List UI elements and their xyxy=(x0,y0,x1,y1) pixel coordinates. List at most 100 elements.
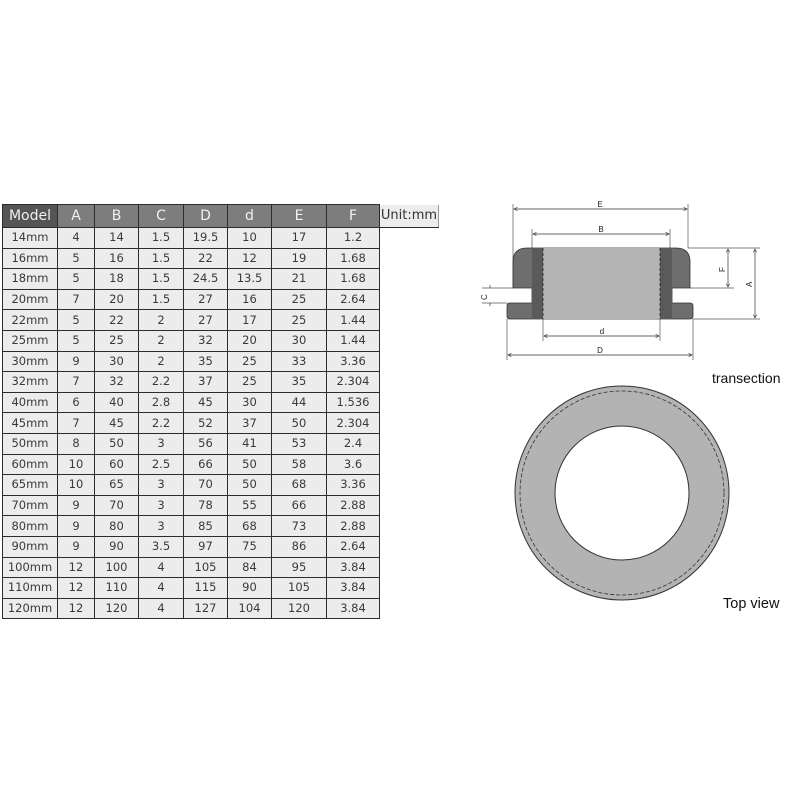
value-cell: 9 xyxy=(57,535,95,558)
value-cell: 2.4 xyxy=(326,432,380,455)
model-cell: 100mm xyxy=(2,556,58,579)
value-cell: 60 xyxy=(94,453,139,476)
model-cell: 50mm xyxy=(2,432,58,455)
value-cell: 1.68 xyxy=(326,247,380,270)
value-cell: 3 xyxy=(138,432,184,455)
value-cell: 3.84 xyxy=(326,556,380,579)
value-cell: 52 xyxy=(183,412,228,434)
value-cell: 2.88 xyxy=(326,515,380,537)
value-cell: 3 xyxy=(138,494,184,517)
value-cell: 50 xyxy=(94,432,139,455)
value-cell: 32 xyxy=(183,329,228,352)
value-cell: 2.64 xyxy=(326,288,380,311)
value-cell: 12 xyxy=(57,556,95,579)
value-cell: 20 xyxy=(227,329,272,352)
value-cell: 4 xyxy=(138,556,184,579)
value-cell: 10 xyxy=(57,474,95,496)
value-cell: 9 xyxy=(57,350,95,373)
model-cell: 25mm xyxy=(2,329,58,352)
value-cell: 80 xyxy=(94,515,139,537)
value-cell: 30 xyxy=(227,391,272,414)
value-cell: 37 xyxy=(183,371,228,393)
value-cell: 30 xyxy=(94,350,139,373)
value-cell: 1.5 xyxy=(138,247,184,270)
header-a: A xyxy=(57,204,95,228)
value-cell: 22 xyxy=(183,247,228,270)
value-cell: 5 xyxy=(57,268,95,290)
value-cell: 12 xyxy=(57,597,95,620)
model-cell: 65mm xyxy=(2,474,58,496)
value-cell: 100 xyxy=(94,556,139,579)
label-b: B xyxy=(598,225,603,234)
value-cell: 58 xyxy=(271,453,327,476)
model-cell: 60mm xyxy=(2,453,58,476)
value-cell: 17 xyxy=(227,309,272,331)
value-cell: 115 xyxy=(183,577,228,599)
value-cell: 22 xyxy=(94,309,139,331)
value-cell: 7 xyxy=(57,371,95,393)
value-cell: 97 xyxy=(183,535,228,558)
value-cell: 1.68 xyxy=(326,268,380,290)
model-cell: 70mm xyxy=(2,494,58,517)
value-cell: 45 xyxy=(183,391,228,414)
value-cell: 4 xyxy=(138,577,184,599)
value-cell: 70 xyxy=(94,494,139,517)
label-d-outer: D xyxy=(597,346,603,355)
value-cell: 18 xyxy=(94,268,139,290)
value-cell: 2.304 xyxy=(326,371,380,393)
model-cell: 14mm xyxy=(2,227,58,249)
value-cell: 25 xyxy=(271,309,327,331)
header-c: C xyxy=(138,204,184,228)
value-cell: 7 xyxy=(57,288,95,311)
value-cell: 1.5 xyxy=(138,227,184,249)
label-e: E xyxy=(597,200,602,209)
model-cell: 22mm xyxy=(2,309,58,331)
value-cell: 105 xyxy=(271,577,327,599)
value-cell: 84 xyxy=(227,556,272,579)
value-cell: 33 xyxy=(271,350,327,373)
value-cell: 3.84 xyxy=(326,577,380,599)
value-cell: 2.304 xyxy=(326,412,380,434)
value-cell: 25 xyxy=(227,371,272,393)
value-cell: 2.64 xyxy=(326,535,380,558)
value-cell: 45 xyxy=(94,412,139,434)
value-cell: 1.5 xyxy=(138,268,184,290)
grommet-outer-shape xyxy=(506,247,694,320)
model-cell: 20mm xyxy=(2,288,58,311)
value-cell: 50 xyxy=(271,412,327,434)
value-cell: 19.5 xyxy=(183,227,228,249)
value-cell: 30 xyxy=(271,329,327,352)
value-cell: 104 xyxy=(227,597,272,620)
grommet-core xyxy=(543,248,660,319)
value-cell: 3.36 xyxy=(326,474,380,496)
value-cell: 10 xyxy=(227,227,272,249)
value-cell: 14 xyxy=(94,227,139,249)
header-model: Model xyxy=(2,204,58,228)
value-cell: 3.5 xyxy=(138,535,184,558)
model-cell: 110mm xyxy=(2,577,58,599)
header-b: B xyxy=(94,204,139,228)
value-cell: 1.44 xyxy=(326,329,380,352)
value-cell: 105 xyxy=(183,556,228,579)
value-cell: 24.5 xyxy=(183,268,228,290)
value-cell: 70 xyxy=(183,474,228,496)
model-cell: 45mm xyxy=(2,412,58,434)
value-cell: 50 xyxy=(227,453,272,476)
value-cell: 120 xyxy=(94,597,139,620)
value-cell: 78 xyxy=(183,494,228,517)
top-view-caption: Top view xyxy=(723,596,780,612)
value-cell: 53 xyxy=(271,432,327,455)
value-cell: 6 xyxy=(57,391,95,414)
value-cell: 20 xyxy=(94,288,139,311)
value-cell: 2.2 xyxy=(138,412,184,434)
